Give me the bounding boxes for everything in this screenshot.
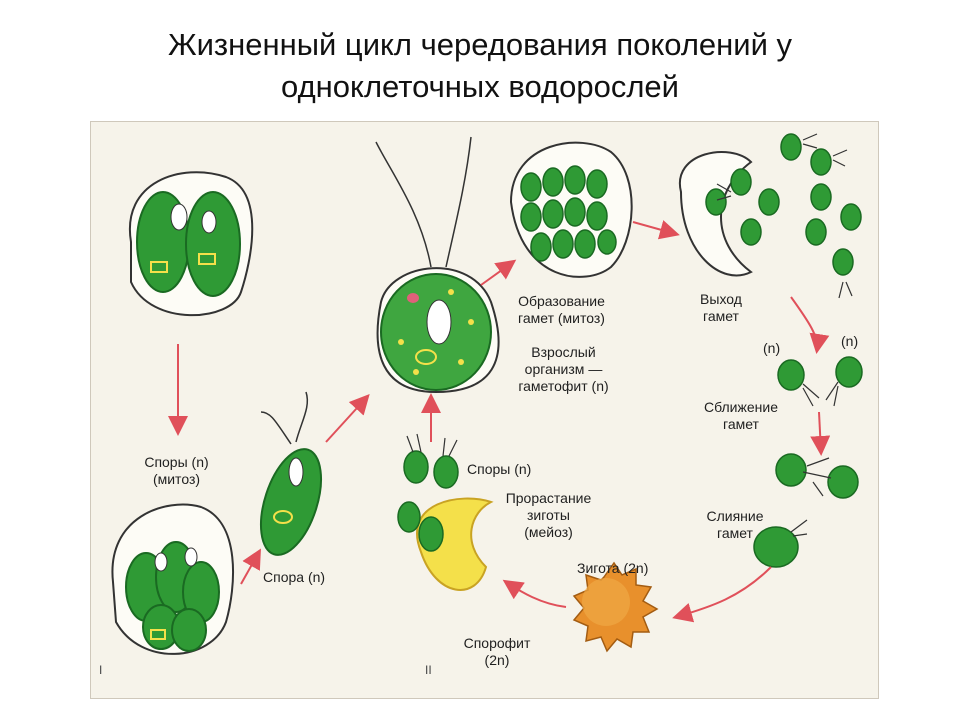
label-gamete-formation-line-1: Образование [518, 293, 605, 309]
label-zygote: Зигота (2n) [577, 560, 649, 576]
label-sporophyte: Спорофит (2n) [457, 635, 537, 669]
sporophyte [397, 433, 494, 591]
label-approach-line-2: гамет [723, 416, 759, 432]
label-germination-line-1: Прорастание [505, 490, 592, 506]
label-gamete-formation: Образование гамет (митоз) [499, 293, 624, 327]
gamete-formation-cell [509, 141, 633, 278]
label-gamete-formation-line-2: гамет (митоз) [518, 310, 605, 326]
zygote [572, 561, 659, 653]
label-gamete-fusion: Слияние гамет [695, 508, 775, 542]
label-fusion-line-2: гамет [717, 525, 753, 541]
label-n-left: (n) [763, 340, 781, 356]
single-spore [259, 391, 323, 556]
label-spores-mitosis-line-1: Споры (n) [144, 454, 209, 470]
label-gamete-exit-line-2: гамет [703, 308, 739, 324]
sporangium-many-spores [111, 503, 235, 655]
gametes-approach [777, 356, 863, 407]
label-germination-line-2: зиготы [527, 507, 570, 523]
label-germination-line-3: (мейоз) [524, 524, 573, 540]
life-cycle-illustration [111, 133, 863, 655]
gametes-fusion [753, 453, 859, 568]
label-adult-line-1: Взрослый [531, 344, 596, 360]
label-zygote-germination: Прорастание зиготы (мейоз) [486, 490, 611, 541]
label-spores-n: Споры (n) [467, 461, 532, 477]
roman-numeral-1: I [99, 663, 103, 677]
label-spore: Спора (n) [263, 569, 326, 585]
label-sporophyte-line-1: Спорофит [463, 635, 531, 651]
label-spores-mitosis-line-2: (митоз) [152, 471, 201, 487]
label-sporophyte-line-2: (2n) [484, 652, 510, 668]
life-cycle-figure: Споры (n) (митоз) Спора (n) Образование … [90, 121, 879, 699]
label-n-right: (n) [841, 333, 859, 349]
label-fusion-line-1: Слияние [706, 508, 764, 524]
adult-gametophyte [375, 136, 500, 394]
label-gamete-exit: Выход гамет [686, 291, 756, 325]
gamete-release [678, 133, 862, 299]
label-adult-gametophyte: Взрослый организм — гаметофит (n) [501, 344, 626, 395]
label-adult-line-3: гаметофит (n) [518, 378, 609, 394]
label-spores-mitosis: Споры (n) (митоз) [129, 454, 224, 488]
title-line-1: Жизненный цикл чередования поколений у [167, 27, 793, 62]
label-adult-line-2: организм — [524, 361, 603, 377]
label-approach-line-1: Сближение [704, 399, 778, 415]
sporangium-two-cells [128, 171, 254, 317]
label-gamete-approach: Сближение гамет [691, 399, 791, 433]
page-title: Жизненный цикл чередования поколений у о… [40, 24, 920, 108]
cycle-arrows [168, 220, 831, 623]
label-gamete-exit-line-1: Выход [700, 291, 742, 307]
roman-numeral-2: II [425, 663, 432, 677]
title-line-2: одноклеточных водорослей [281, 69, 679, 104]
